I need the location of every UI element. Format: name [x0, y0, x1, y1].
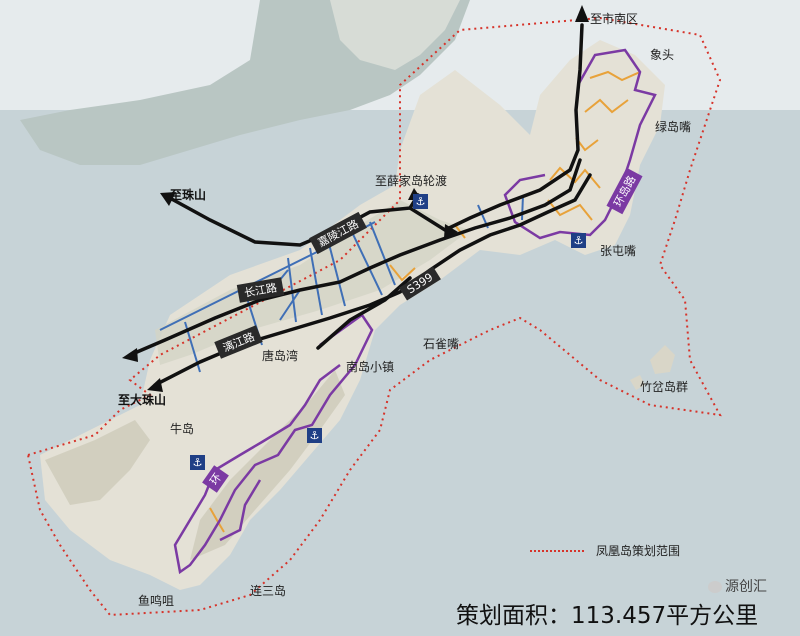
- place-label-liansandao: 连三岛: [250, 584, 287, 598]
- place-label-niudao: 牛岛: [170, 422, 195, 436]
- place-label-yumingzui: 鱼鸣咀: [138, 594, 175, 608]
- place-label-zhupandaoqun: 竹岔岛群: [640, 380, 689, 394]
- planning-boundary: [26, 16, 722, 617]
- watermark: 源创汇: [708, 576, 767, 596]
- anchor-icon: ⚓: [307, 428, 322, 443]
- south-hill: [190, 370, 345, 560]
- place-label-tangdaowan: 唐岛湾: [262, 349, 299, 363]
- direction-label-zhidazhushan: 至大珠山: [118, 393, 167, 407]
- wechat-icon: [708, 581, 722, 593]
- arrow-to-dazhushan-2: [147, 378, 163, 392]
- place-label-zhangtunzui: 张屯嘴: [600, 244, 637, 258]
- island-texture: [155, 200, 470, 365]
- arrow-east-junction: [444, 224, 458, 238]
- place-label-zhishinanqu: 至市南区: [590, 12, 639, 26]
- place-label-xiangtou: 象头: [650, 48, 675, 62]
- place-label-ludaozui: 绿岛嘴: [655, 120, 692, 134]
- watermark-text: 源创汇: [725, 579, 767, 595]
- arrow-to-shinanqu: [575, 5, 589, 22]
- legend-boundary-symbol: [530, 550, 584, 552]
- main-island: [40, 40, 665, 590]
- place-label-zhixuejiadao: 至薛家岛轮渡: [375, 174, 448, 188]
- anchor-icon: ⚓: [190, 455, 205, 470]
- arrow-to-dazhushan: [122, 348, 138, 362]
- west-hill: [45, 420, 150, 505]
- place-label-nandaoxiaozhen: 南岛小镇: [346, 360, 395, 374]
- anchor-icon: ⚓: [413, 194, 428, 209]
- port-pier: [330, 0, 460, 70]
- zhupan-island-1: [650, 345, 675, 374]
- direction-label-zhizhushan: 至珠山: [170, 188, 207, 202]
- zhupan-island-2: [630, 375, 645, 390]
- arrow-to-zhushan: [160, 192, 176, 206]
- legend-label: 凤凰岛策划范围: [596, 544, 681, 558]
- planning-area-text: 策划面积：113.457平方公里: [456, 603, 759, 629]
- anchor-icon: ⚓: [571, 233, 586, 248]
- place-label-shiquezui: 石雀嘴: [423, 337, 460, 351]
